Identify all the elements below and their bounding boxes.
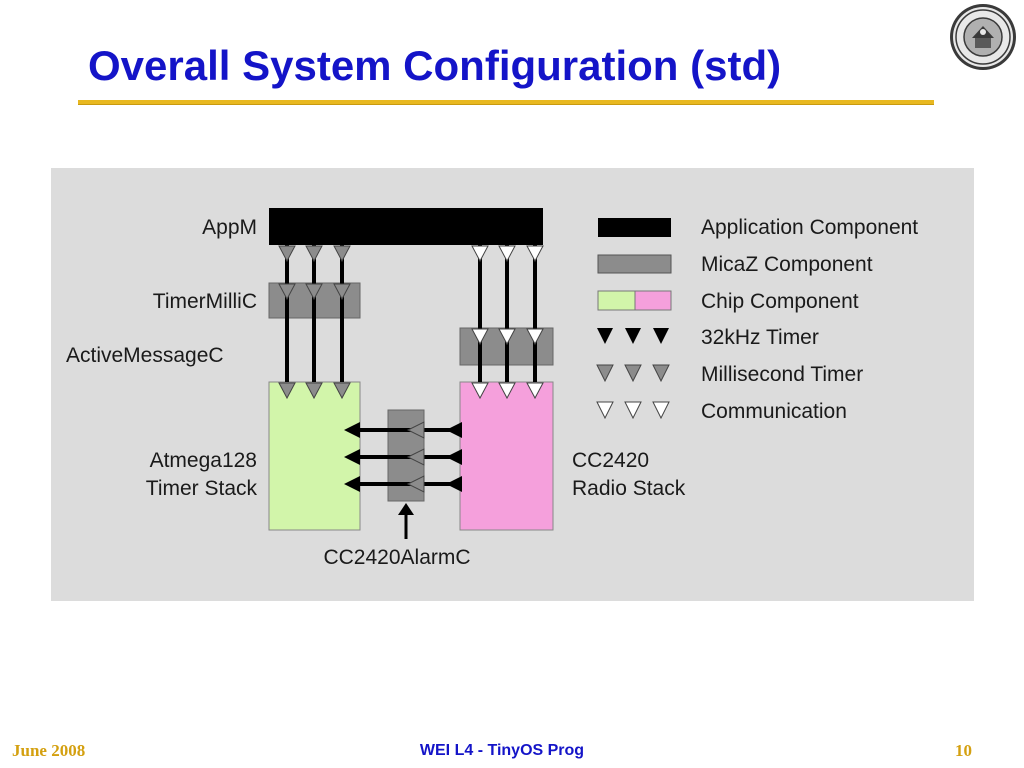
appm-label: AppM: [202, 216, 257, 239]
white-triangles-icon: [596, 401, 670, 420]
black-bar-icon: [598, 218, 671, 237]
legend-micaz-label: MicaZ Component: [701, 253, 873, 276]
atmega128-component: [268, 381, 361, 531]
communication-triangles: [471, 245, 544, 400]
page-number: 10: [955, 741, 972, 760]
gray-triangles-icon: [596, 364, 670, 383]
system-diagram: AppM TimerMilliC ActiveMessageC Atmega12…: [66, 208, 918, 569]
black-triangles-icon: [597, 328, 669, 344]
timer-wires: [285, 245, 344, 382]
legend: Application Component MicaZ Component Ch…: [596, 216, 918, 423]
timer-stack-label: Timer Stack: [146, 477, 258, 500]
cc2420alarmc-label: CC2420AlarmC: [323, 546, 470, 569]
legend-32khz-label: 32kHz Timer: [701, 326, 819, 349]
slide-title: Overall System Configuration (std): [88, 42, 782, 89]
legend-chip-label: Chip Component: [701, 290, 859, 313]
cc2420-component: [459, 381, 554, 531]
legend-application-label: Application Component: [701, 216, 918, 239]
32khz-timer-triangles: [344, 422, 462, 492]
millisecond-timer-triangles: [278, 245, 351, 400]
green-pink-bar-icon: [597, 290, 672, 311]
title-rule: [78, 100, 934, 105]
alarm-up-arrow: [398, 503, 414, 539]
alarm-connector-triangles: [406, 421, 425, 493]
legend-communication-label: Communication: [701, 400, 847, 423]
timermillic-label: TimerMilliC: [153, 290, 257, 313]
footer-course-title: WEI L4 - TinyOS Prog: [419, 742, 585, 759]
cc2420-label: CC2420: [572, 449, 649, 472]
radio-stack-label: Radio Stack: [572, 477, 686, 500]
gray-bar-icon: [597, 254, 672, 274]
appm-component: [269, 208, 543, 245]
footer-date: June 2008: [12, 741, 86, 760]
diagram-panel: AppM TimerMilliC ActiveMessageC Atmega12…: [51, 168, 974, 601]
activemessagec-label: ActiveMessageC: [66, 344, 224, 367]
atmega128-label: Atmega128: [150, 449, 257, 472]
communication-wires: [478, 245, 537, 382]
university-seal-icon: [950, 4, 1016, 70]
legend-millisecond-label: Millisecond Timer: [701, 363, 863, 386]
